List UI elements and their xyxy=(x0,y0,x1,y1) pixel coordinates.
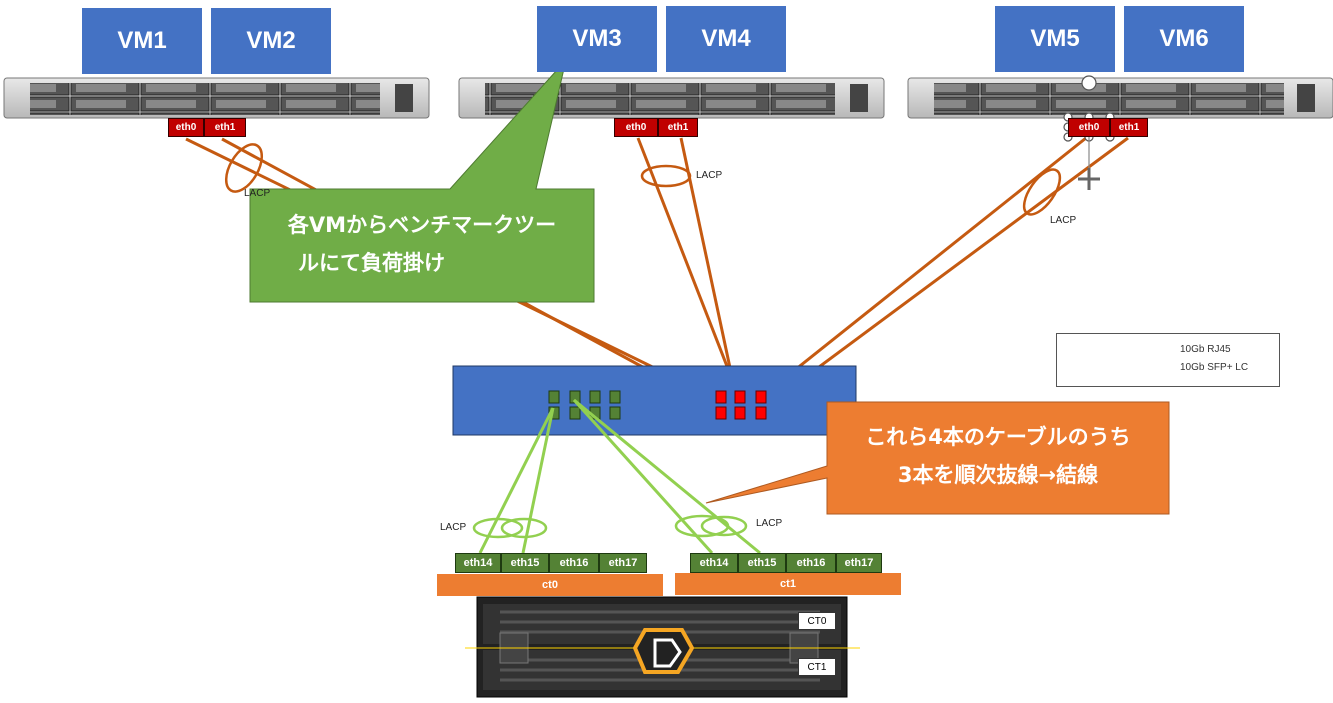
vm-6: VM6 xyxy=(1124,6,1244,72)
server-1-eth0: eth0 xyxy=(168,118,204,137)
storage-array xyxy=(465,596,860,698)
ct0-eth17: eth17 xyxy=(599,553,647,573)
lacp-label-ct0: LACP xyxy=(440,522,467,533)
lacp-label-server-1: LACP xyxy=(244,188,271,199)
green-callout-text: 各VMからベンチマークツー ルにて負荷掛け xyxy=(287,213,557,275)
server-2-eth1: eth1 xyxy=(658,118,698,137)
server-3-eth0: eth0 xyxy=(1068,118,1110,137)
vm-2: VM2 xyxy=(211,8,331,74)
green-callout-shape xyxy=(249,59,595,303)
legend xyxy=(1056,333,1280,387)
ct1-label: CT1 xyxy=(798,658,836,676)
server-1-eth1: eth1 xyxy=(204,118,246,137)
vm-1: VM1 xyxy=(82,8,202,74)
ct0-bar: ct0 xyxy=(437,574,663,596)
server-2-eth0: eth0 xyxy=(614,118,658,137)
fiber-cables xyxy=(478,398,761,555)
vm-4: VM4 xyxy=(666,6,786,72)
orange-callout-shape xyxy=(705,401,1170,515)
server-3 xyxy=(907,77,1333,119)
server-1 xyxy=(3,77,430,119)
ct1-eth16: eth16 xyxy=(786,553,836,573)
ct0-eth16: eth16 xyxy=(549,553,599,573)
legend-label-rj45: 10Gb RJ45 xyxy=(1180,344,1231,355)
lacp-label-server-2: LACP xyxy=(696,170,723,181)
ct1-bar: ct1 xyxy=(675,573,901,595)
lacp-label-ct1: LACP xyxy=(756,518,783,529)
lacp-label-server-3: LACP xyxy=(1050,215,1077,226)
server-3-eth1: eth1 xyxy=(1110,118,1148,137)
ct0-label: CT0 xyxy=(798,612,836,630)
ct1-eth15: eth15 xyxy=(738,553,786,573)
ct1-eth17: eth17 xyxy=(836,553,882,573)
orange-callout-text: これら4本のケーブルのうち 3本を順次抜線→結線 xyxy=(865,425,1131,487)
ct0-eth15: eth15 xyxy=(501,553,549,573)
vm-3: VM3 xyxy=(537,6,657,72)
vm-5: VM5 xyxy=(995,6,1115,72)
ct0-eth14: eth14 xyxy=(455,553,501,573)
network-switch xyxy=(452,365,857,436)
legend-label-sfp: 10Gb SFP+ LC xyxy=(1180,362,1249,373)
ct1-eth14: eth14 xyxy=(690,553,738,573)
storage-logo xyxy=(632,628,695,674)
